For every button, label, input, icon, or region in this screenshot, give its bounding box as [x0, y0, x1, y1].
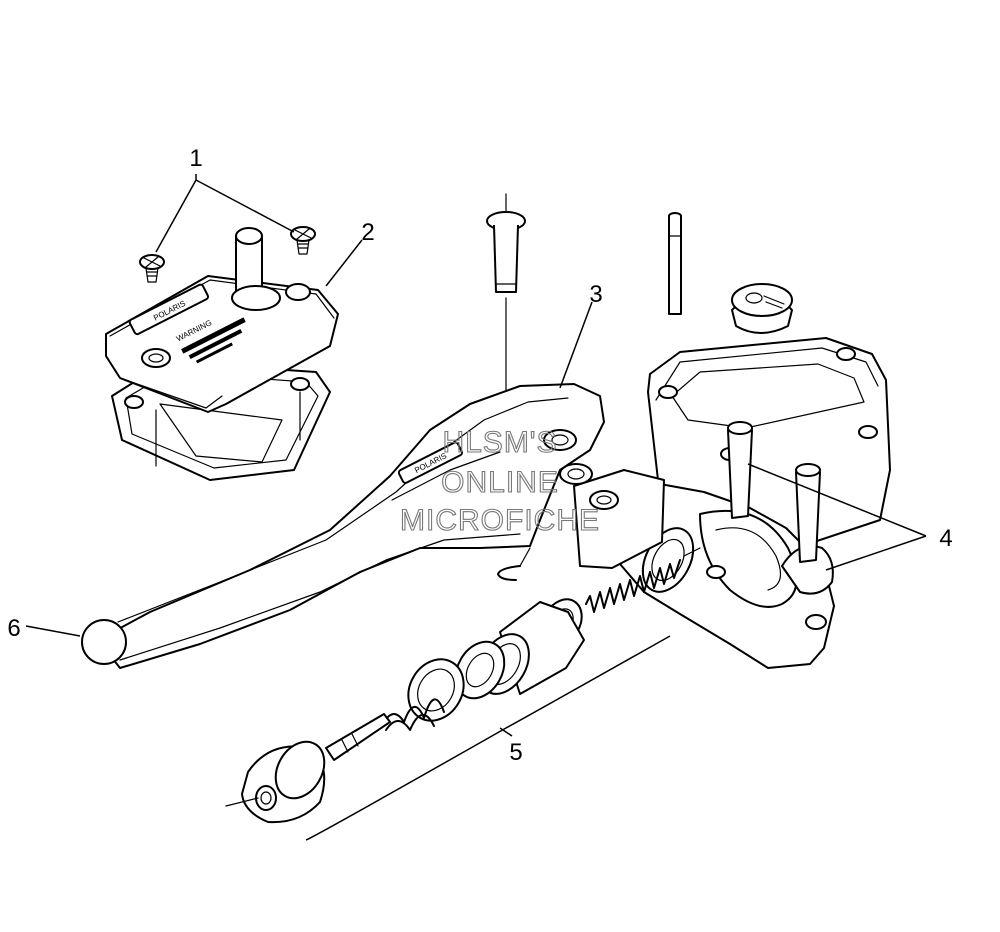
callout-2: 2: [361, 219, 374, 246]
piston-kit: [225, 547, 701, 824]
callout-4: 4: [939, 525, 952, 552]
reservoir-cover-assembly: POLARIS WARNING: [105, 227, 339, 481]
screw-right: [290, 226, 316, 255]
brake-lever: POLARIS: [81, 383, 605, 669]
pivot-bolt: [486, 193, 526, 391]
master-cylinder-body: [573, 337, 891, 669]
leader-lines: [25, 174, 927, 841]
callouts: 1 2 3 4 5 6: [7, 145, 952, 766]
callout-5: 5: [509, 739, 522, 766]
callout-3: 3: [589, 281, 602, 308]
watermark-line-2: ONLINE: [441, 466, 559, 499]
watermark: HLSM'S ONLINE MICROFICHE: [399, 425, 600, 537]
callout-1: 1: [189, 145, 202, 172]
long-pin: [668, 212, 682, 315]
screw-left: [139, 254, 165, 283]
reservoir-cap: [731, 283, 793, 334]
watermark-line-3: MICROFICHE: [400, 504, 600, 537]
watermark-line-1: HLSM'S: [442, 426, 557, 459]
callout-6: 6: [7, 615, 20, 642]
circlip: [497, 547, 531, 581]
